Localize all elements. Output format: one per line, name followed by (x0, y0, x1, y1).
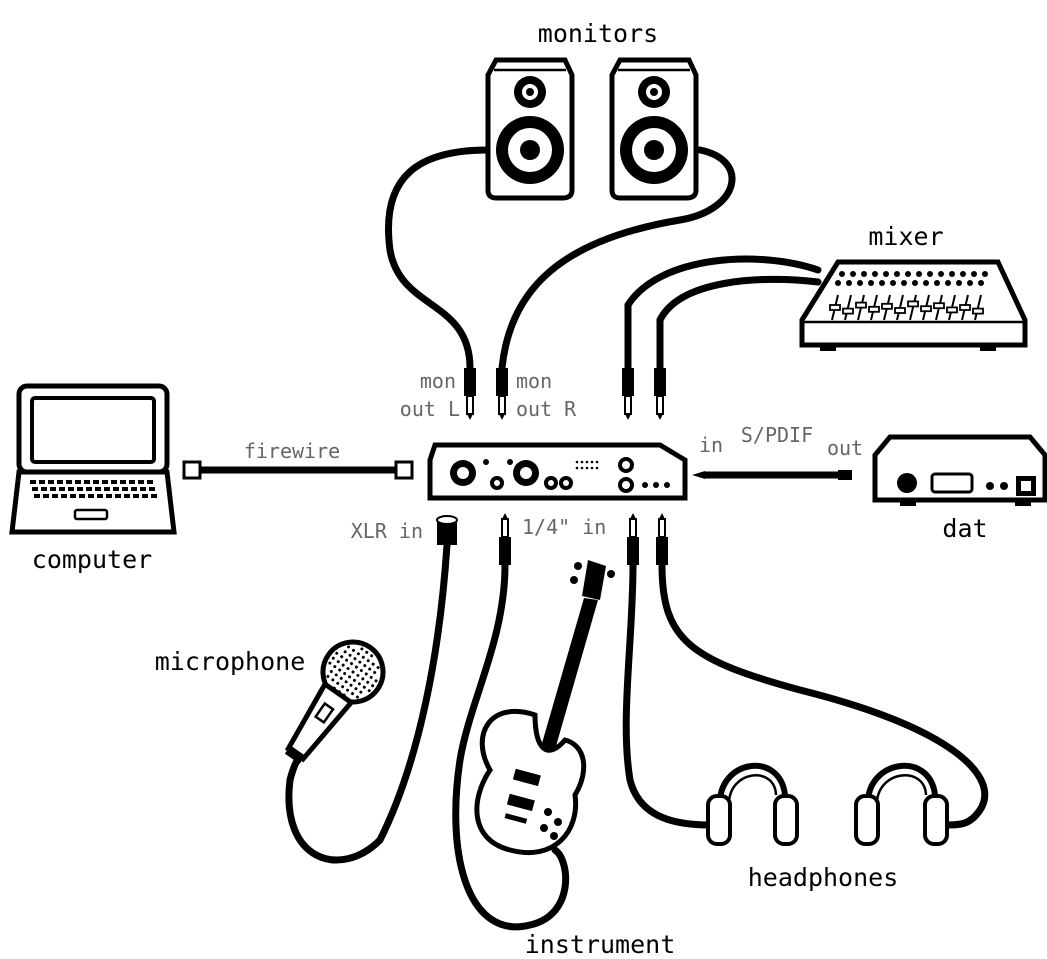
monitors-label: monitors (538, 19, 658, 48)
cables (194, 146, 989, 931)
microphone-device (284, 639, 386, 764)
audio-interface (427, 442, 688, 501)
mon-out-r-line1: mon (516, 369, 552, 393)
xlr-in-label: XLR in (351, 519, 423, 543)
headphones-cable-left (622, 561, 714, 829)
monitor-left-cable (385, 146, 492, 372)
mixer-label: mixer (868, 222, 943, 251)
mixer-cable-1 (624, 255, 822, 372)
spdif-label: S/PDIF (741, 423, 813, 447)
monitor-left (485, 57, 575, 201)
headphones-label: headphones (748, 863, 899, 892)
connector-plugs (182, 368, 852, 565)
headphones-device (706, 762, 949, 846)
microphone-cable (285, 541, 451, 864)
monitor-right-cable (498, 146, 736, 372)
dat-device (872, 434, 1047, 506)
firewire-label: firewire (244, 439, 340, 463)
mixer-cable-2 (656, 275, 822, 372)
monitor-right (609, 57, 699, 201)
instrument-label: instrument (525, 930, 676, 959)
headphones-cable-right (658, 561, 989, 829)
guitar-device (474, 560, 615, 856)
microphone-label: microphone (155, 647, 306, 676)
spdif-in-label: in (699, 433, 723, 457)
mixer-device (799, 259, 1028, 351)
dat-label: dat (942, 514, 987, 543)
mon-out-l-line2: out L (400, 397, 460, 421)
spdif-out-label: out (827, 436, 863, 460)
instrument-cable (452, 561, 569, 931)
mon-out-l-line1: mon (420, 369, 456, 393)
labels: monitors mixer computer dat microphone i… (32, 19, 988, 959)
quarter-inch-in-label: 1/4" in (522, 515, 606, 539)
mon-out-r-line2: out R (516, 397, 577, 421)
computer-device (9, 383, 177, 535)
computer-label: computer (32, 545, 152, 574)
